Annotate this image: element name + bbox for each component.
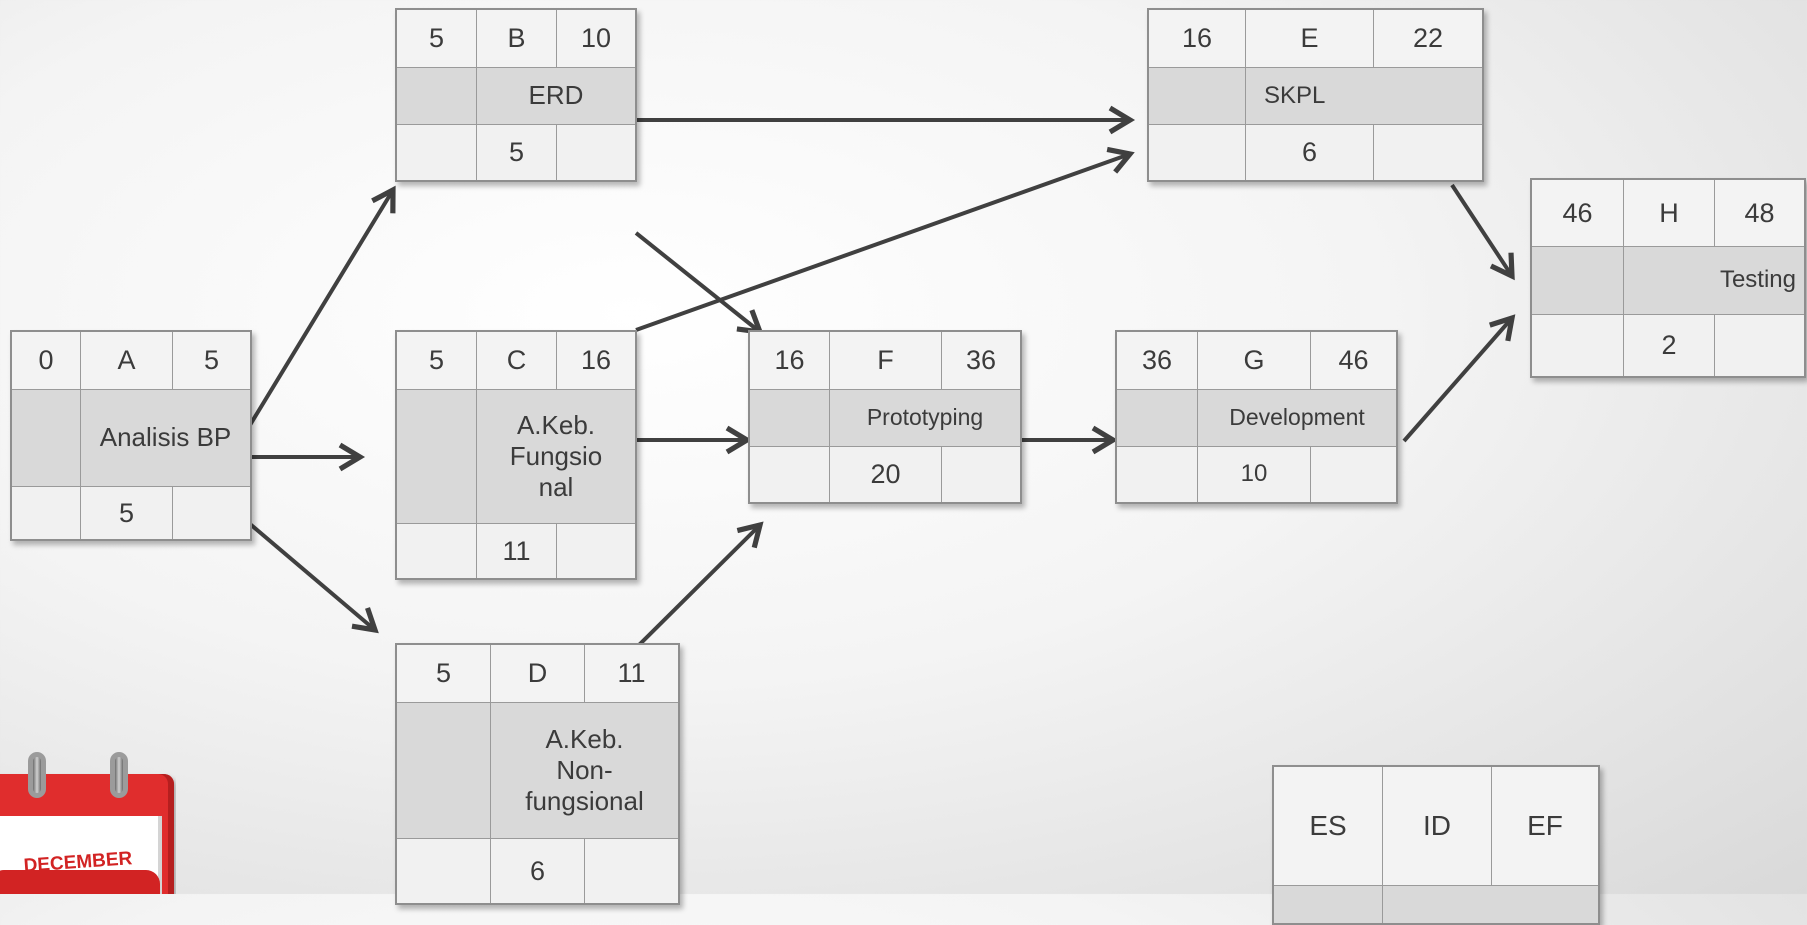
node-f-ef: 36 — [942, 332, 1020, 390]
dependency-arrows — [248, 105, 1516, 650]
node-b-name: ERD — [477, 68, 635, 125]
node-b-es: 5 — [397, 10, 477, 68]
activity-node-c: 5 C 16 A.Keb. Fungsio nal 11 — [395, 330, 637, 580]
arrow-a-to-b — [248, 185, 396, 427]
node-a-ls — [12, 487, 81, 539]
node-e-name: SKPL — [1246, 68, 1482, 125]
node-a-lf — [173, 487, 250, 539]
activity-node-g: 36 G 46 Development 10 — [1115, 330, 1398, 504]
node-h-es: 46 — [1532, 180, 1624, 247]
node-f-id: F — [830, 332, 942, 390]
node-d-blank — [397, 703, 491, 839]
activity-node-h: 46 H 48 Testing 2 — [1530, 178, 1806, 378]
node-d-lf — [585, 839, 678, 903]
legend-id: ID — [1383, 767, 1492, 886]
arrow-c-to-e — [635, 146, 1135, 332]
node-g-name: Development — [1198, 390, 1396, 447]
node-a-id: A — [81, 332, 173, 390]
node-h-blank — [1532, 247, 1624, 315]
legend-name-cell — [1383, 886, 1598, 923]
calendar-ring-left — [28, 752, 46, 798]
node-d-name: A.Keb. Non-fungsional — [491, 703, 678, 839]
node-e-es: 16 — [1149, 10, 1246, 68]
node-f-name: Prototyping — [830, 390, 1020, 447]
node-f-blank — [750, 390, 830, 447]
activity-node-e: 16 E 22 SKPL 6 — [1147, 8, 1484, 182]
activity-node-d: 5 D 11 A.Keb. Non-fungsional 6 — [395, 643, 680, 905]
node-f-ls — [750, 447, 830, 502]
node-b-blank — [397, 68, 477, 125]
node-d-id: D — [491, 645, 585, 703]
activity-node-f: 16 F 36 Prototyping 20 — [748, 330, 1022, 504]
node-g-ef: 46 — [1311, 332, 1396, 390]
node-e-ef: 22 — [1374, 10, 1482, 68]
activity-node-b: 5 B 10 ERD 5 — [395, 8, 637, 182]
node-f-lf — [942, 447, 1020, 502]
node-b-lf — [557, 125, 635, 180]
arrow-d-to-f — [634, 521, 764, 650]
calendar-icon: DECEMBER — [0, 752, 176, 894]
arrow-e-to-h — [1450, 183, 1515, 281]
node-h-ls — [1532, 315, 1624, 376]
node-g-es: 36 — [1117, 332, 1198, 390]
node-c-blank — [397, 390, 477, 524]
node-c-es: 5 — [397, 332, 477, 390]
node-d-ef: 11 — [585, 645, 678, 703]
node-e-lf — [1374, 125, 1482, 180]
node-h-lf — [1715, 315, 1804, 376]
arrow-b-to-f — [634, 231, 764, 336]
arrow-a-to-d — [248, 522, 379, 634]
node-g-lf — [1311, 447, 1396, 502]
node-c-duration: 11 — [477, 524, 557, 578]
node-b-id: B — [477, 10, 557, 68]
node-c-id: C — [477, 332, 557, 390]
node-d-duration: 6 — [491, 839, 585, 903]
calendar-ring-right — [110, 752, 128, 798]
node-e-id: E — [1246, 10, 1374, 68]
node-h-duration: 2 — [1624, 315, 1715, 376]
node-a-blank — [12, 390, 81, 487]
arrow-g-to-h — [1402, 314, 1516, 443]
node-e-ls — [1149, 125, 1246, 180]
node-d-es: 5 — [397, 645, 491, 703]
node-b-ls — [397, 125, 477, 180]
node-d-ls — [397, 839, 491, 903]
node-a-es: 0 — [12, 332, 81, 390]
legend-es: ES — [1274, 767, 1383, 886]
activity-node-a: 0 A 5 Analisis BP 5 — [10, 330, 252, 541]
node-c-lf — [557, 524, 635, 578]
node-e-duration: 6 — [1246, 125, 1374, 180]
node-f-duration: 20 — [830, 447, 942, 502]
node-e-blank — [1149, 68, 1246, 125]
node-a-ef: 5 — [173, 332, 250, 390]
node-c-name: A.Keb. Fungsio nal — [477, 390, 635, 524]
legend-blank — [1274, 886, 1383, 923]
node-h-ef: 48 — [1715, 180, 1804, 247]
calendar-day-number — [0, 870, 160, 894]
node-b-ef: 10 — [557, 10, 635, 68]
legend-node: ES ID EF — [1272, 765, 1600, 925]
node-g-duration: 10 — [1198, 447, 1311, 502]
node-h-id: H — [1624, 180, 1715, 247]
node-h-name: Testing — [1624, 247, 1804, 315]
node-g-blank — [1117, 390, 1198, 447]
node-a-name: Analisis BP — [81, 390, 250, 487]
node-b-duration: 5 — [477, 125, 557, 180]
node-c-ls — [397, 524, 477, 578]
node-g-id: G — [1198, 332, 1311, 390]
node-g-ls — [1117, 447, 1198, 502]
node-f-es: 16 — [750, 332, 830, 390]
node-a-duration: 5 — [81, 487, 173, 539]
node-c-ef: 16 — [557, 332, 635, 390]
legend-ef: EF — [1492, 767, 1598, 886]
